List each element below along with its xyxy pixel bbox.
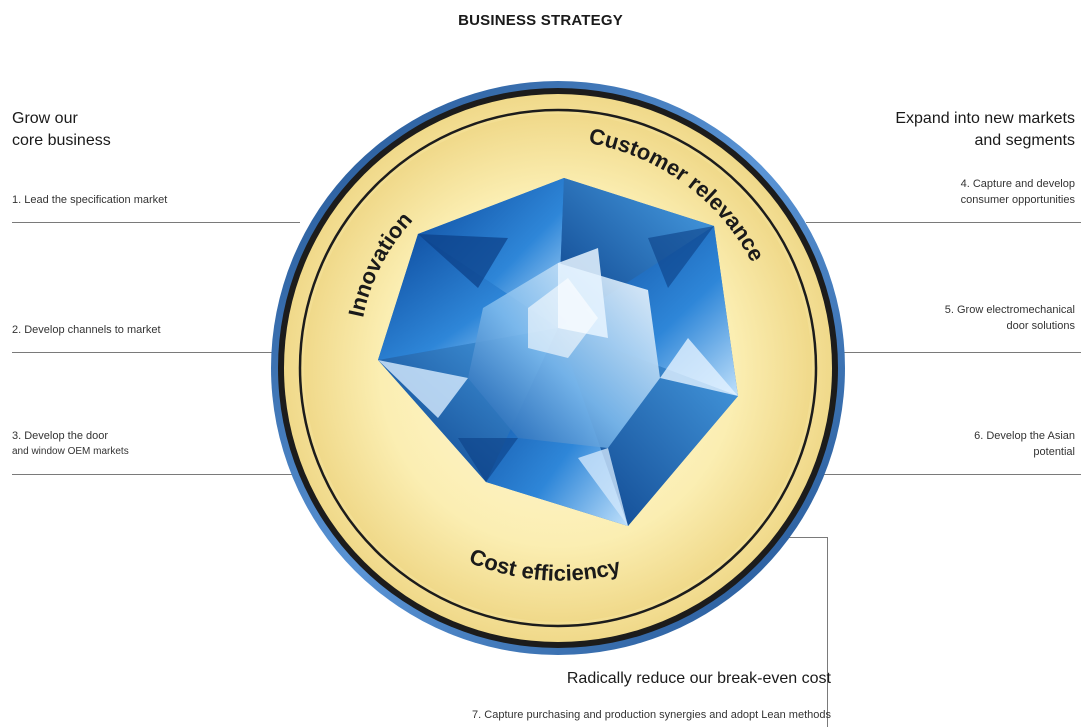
- left-rule-1: [12, 222, 300, 223]
- right-heading: Expand into new markets and segments: [895, 108, 1075, 152]
- left-item-3-label-line2: and window OEM markets: [12, 446, 129, 457]
- right-item-4: 4. Capture and develop consumer opportun…: [961, 176, 1075, 208]
- right-heading-line1: Expand into new markets: [895, 110, 1075, 127]
- right-rule-3: [806, 474, 1081, 475]
- right-item-5-label-line1: 5. Grow electromechanical: [944, 304, 1075, 316]
- right-rule-1: [806, 222, 1081, 223]
- right-item-5-label-line2: door solutions: [1006, 320, 1076, 332]
- right-rule-2: [826, 352, 1081, 353]
- bottom-connector-horizontal: [786, 537, 828, 538]
- strategy-circle: Innovation Customer relevance Cost effic…: [271, 81, 845, 655]
- right-item-6-label-line1: 6. Develop the Asian: [974, 430, 1075, 442]
- right-item-5: 5. Grow electromechanical door solutions: [945, 302, 1075, 334]
- bottom-heading: Radically reduce our break-even cost: [566, 670, 831, 687]
- left-item-2: 2. Develop channels to market: [12, 322, 161, 338]
- left-heading-line1: Grow our: [12, 110, 78, 127]
- gem-icon: [378, 178, 738, 526]
- right-heading-line2: and segments: [974, 132, 1075, 149]
- left-rule-3: [12, 474, 302, 475]
- right-item-4-label-line1: 4. Capture and develop: [960, 178, 1075, 190]
- left-heading-line2: core business: [12, 132, 111, 149]
- left-rule-2: [12, 352, 292, 353]
- right-item-4-label-line2: consumer opportunities: [960, 194, 1075, 206]
- right-item-6-label-line2: potential: [1033, 446, 1075, 458]
- right-item-6: 6. Develop the Asian potential: [974, 428, 1075, 460]
- bottom-item-7: 7. Capture purchasing and production syn…: [472, 709, 831, 721]
- left-item-3: 3. Develop the door and window OEM marke…: [12, 428, 129, 460]
- left-item-1: 1. Lead the specification market: [12, 192, 167, 208]
- left-item-3-label-line1: 3. Develop the door: [12, 430, 109, 442]
- left-heading: Grow our core business: [12, 108, 111, 152]
- bottom-connector-vertical: [827, 537, 828, 727]
- left-item-2-label: 2. Develop channels to market: [12, 324, 161, 336]
- diagram-title: BUSINESS STRATEGY: [458, 12, 623, 29]
- left-item-1-label: 1. Lead the specification market: [12, 194, 168, 206]
